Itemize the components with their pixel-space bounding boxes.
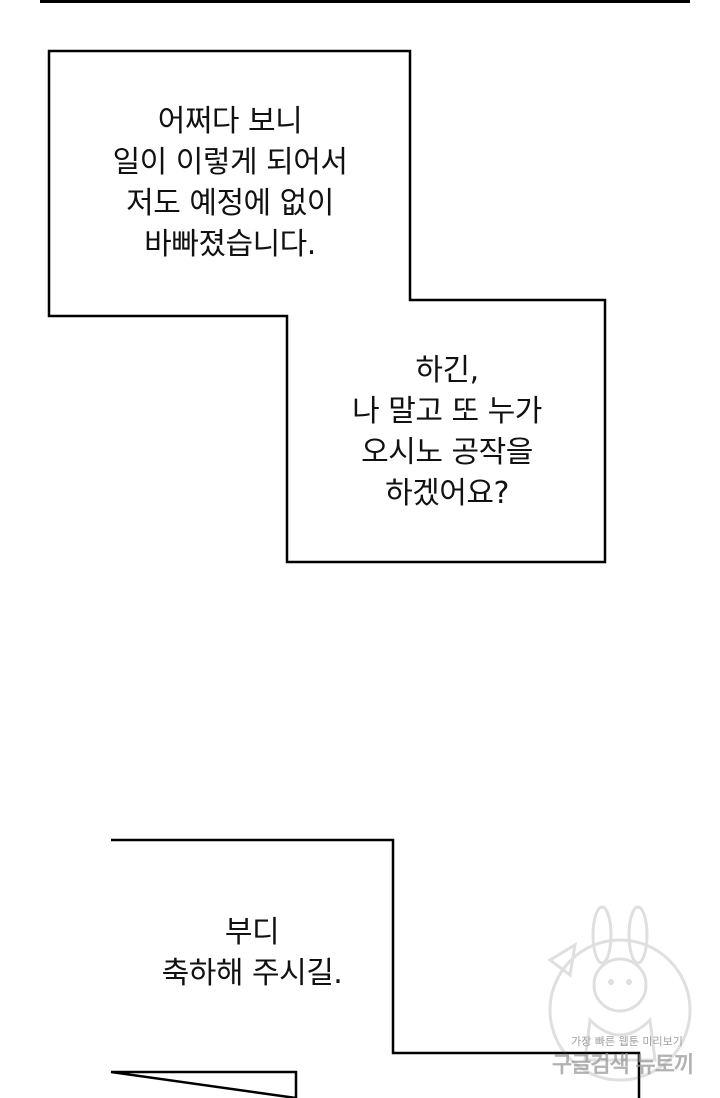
speech-line: 부디 — [224, 915, 280, 950]
speech-line: 축하해 주시길. — [161, 956, 343, 991]
speech-line: 저도 예정에 없이 — [126, 186, 334, 221]
panel-top-border — [40, 0, 690, 3]
watermark-tagline: 가장 빠른 웹툰 미리보기 — [571, 1035, 683, 1048]
speech-text-3: 부디 축하해 주시길. — [112, 912, 392, 994]
speech-box-1-outline — [47, 49, 607, 564]
speech-line: 하겠어요? — [385, 476, 509, 511]
speech-line: 오시노 공작을 — [361, 435, 533, 470]
speech-line: 바빠졌습니다. — [144, 227, 316, 262]
speech-line: 나 말고 또 누가 — [352, 394, 542, 429]
speech-line: 어쩌다 보니 — [157, 104, 303, 139]
speech-text-1: 어쩌다 보니 일이 이렇게 되어서 저도 예정에 없이 바빠졌습니다. — [60, 101, 400, 265]
speech-line: 일이 이렇게 되어서 — [112, 145, 348, 180]
speech-line: 하긴, — [415, 353, 479, 388]
watermark-brand: 구글검색 뉴토끼 — [551, 1053, 694, 1078]
speech-box-2-outline — [110, 838, 641, 1098]
speech-text-2: 하긴, 나 말고 또 누가 오시노 공작을 하겠어요? — [296, 350, 598, 514]
